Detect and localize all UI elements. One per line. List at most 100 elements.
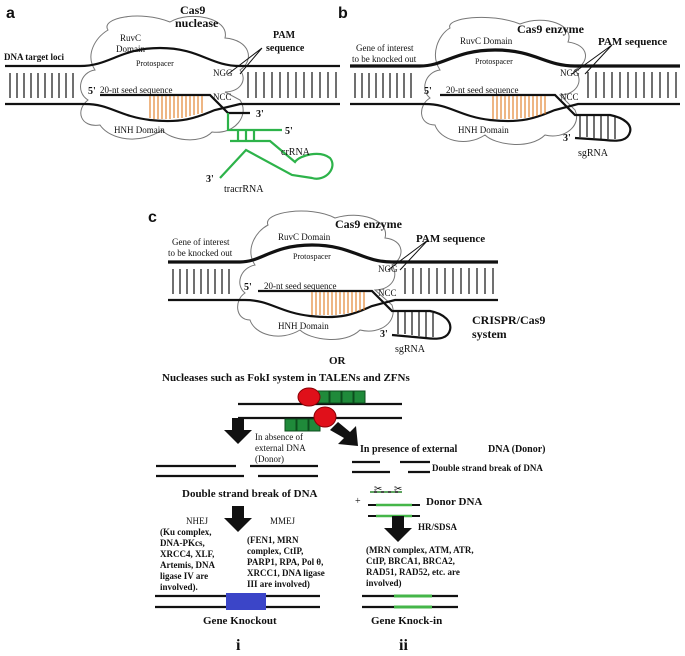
- sgrna-label-b: sgRNA: [578, 148, 609, 159]
- seed-label-b: 20-nt seed sequence: [446, 85, 518, 95]
- dsb-right-label: Double strand break of DNA: [432, 463, 543, 473]
- pam-leader-c: [387, 239, 429, 271]
- dna-top-strand-a: [5, 46, 340, 68]
- enzyme-label-a-1: Cas9: [180, 3, 205, 17]
- pam-leader-a: [227, 47, 263, 75]
- seed-label-c: 20-nt seed sequence: [264, 281, 336, 291]
- or-label: OR: [329, 355, 347, 367]
- panel-a: a Cas9 nuclease DNA target loci RuvC: [4, 3, 340, 195]
- sgrna-label-c: sgRNA: [395, 344, 426, 355]
- panel-b-letter: b: [338, 5, 348, 22]
- nhej-line-2: DNA-PKcs,: [160, 538, 205, 548]
- three-prime-b: 3': [563, 133, 571, 144]
- pam-label-a-2: sequence: [266, 43, 305, 54]
- hr-sdsa-label: HR/SDSA: [418, 522, 458, 532]
- nhej-line-3: XRCC4, XLF,: [160, 549, 214, 559]
- guide-rna-a: [100, 93, 250, 115]
- knockin-label: Gene Knock-in: [371, 615, 442, 627]
- dna-top-strand-c: [168, 243, 498, 264]
- talen-arm-right: [317, 390, 366, 404]
- ngg-label-c: NGG: [378, 264, 398, 274]
- seed-label-a: 20-nt seed sequence: [100, 85, 172, 95]
- gene-label-b-1: Gene of interest: [356, 43, 414, 53]
- protospacer-label-c: Protospacer: [293, 252, 331, 261]
- sgrna-strand-c: [258, 289, 452, 340]
- panel-c-letter: c: [148, 209, 157, 226]
- dna-bottom-strand-a: [5, 102, 340, 123]
- ngg-label-b: NGG: [560, 68, 580, 78]
- base-pairs-left-a: [9, 73, 74, 98]
- three-prime-c: 3': [380, 329, 388, 340]
- mmej-line-1: (FEN1, MRN: [247, 535, 299, 545]
- hnh-label-b: HNH Domain: [458, 125, 509, 135]
- sgrna-hairpin-c: [397, 312, 434, 337]
- ngg-label-a: NGG: [213, 68, 233, 78]
- crrna-label: crRNA: [281, 147, 311, 158]
- nhej-line-6: involved).: [160, 582, 198, 592]
- pam-label-a-1: PAM: [273, 30, 296, 41]
- base-pairs-left-c: [172, 269, 230, 294]
- protospacer-label-a: Protospacer: [136, 59, 174, 68]
- five-prime-b: 5': [424, 86, 432, 97]
- dsb-left-label: Double strand break of DNA: [182, 488, 318, 500]
- ncc-label-c: NCC: [378, 288, 397, 298]
- gene-label-c-2: to be knocked out: [168, 248, 233, 258]
- ncc-label-b: NCC: [560, 92, 579, 102]
- absence-label-2: external DNA: [255, 443, 306, 453]
- system-label-1: CRISPR/Cas9: [472, 313, 545, 327]
- presence-label-b: DNA (Donor): [488, 444, 546, 455]
- panel-c: c Cas9 enzyme Gene of interest to be kno…: [148, 209, 545, 355]
- mmej-title: MMEJ: [270, 516, 296, 526]
- nhej-line-1: (Ku complex,: [160, 527, 212, 537]
- plus-sign: +: [355, 496, 361, 507]
- knockout-label: Gene Knockout: [203, 615, 277, 627]
- dna-bottom-strand-b: [350, 102, 680, 123]
- right-branch: In presence of external DNA (Donor) Doub…: [352, 444, 546, 654]
- presence-label-a: In presence of external: [360, 444, 458, 455]
- foki-domain-top: [297, 387, 321, 407]
- pam-leader-b: [571, 44, 613, 75]
- seed-hatch-a: [149, 96, 203, 119]
- base-pairs-right-c: [404, 268, 494, 294]
- seed-hatch-c: [311, 292, 365, 315]
- dna-bottom-strand-c: [168, 298, 498, 319]
- sgrna-hairpin-b: [579, 116, 616, 139]
- system-label-2: system: [472, 327, 507, 341]
- scissors-icon-right: ✂: [394, 484, 402, 495]
- crrna-strand: [226, 113, 282, 132]
- nhej-line-5: ligase IV are: [160, 571, 208, 581]
- ruvc-label-b: RuvC Domain: [460, 36, 513, 46]
- panel-b: b Cas9 enzyme Gene of interest to be kno…: [338, 5, 680, 159]
- hnh-label-a: HNH Domain: [114, 125, 165, 135]
- base-pairs-left-b: [354, 73, 412, 98]
- hr-line-4: involved): [366, 578, 402, 588]
- nhej-line-4: Artemis, DNA: [160, 560, 215, 570]
- nhej-title: NHEJ: [186, 516, 208, 526]
- five-prime-right-a: 5': [285, 126, 293, 137]
- enzyme-label-b: Cas9 enzyme: [517, 22, 585, 36]
- hr-line-2: CtIP, BRCA1, BRCA2,: [366, 556, 455, 566]
- three-prime-tracr: 3': [206, 174, 214, 185]
- dna-top-strand-b: [350, 48, 680, 68]
- base-pairs-right-b: [587, 72, 677, 98]
- gene-label-b-2: to be knocked out: [352, 54, 417, 64]
- cas9-protein-a: [80, 15, 249, 141]
- arrow-right-branch: [330, 422, 358, 446]
- panel-a-letter: a: [6, 5, 15, 22]
- pam-label-c: PAM sequence: [416, 233, 485, 245]
- enzyme-label-a-2: nuclease: [175, 16, 219, 30]
- absence-label-3: (Donor): [255, 454, 284, 464]
- sgrna-strand-b: [440, 93, 632, 142]
- ruvc-label-c: RuvC Domain: [278, 232, 331, 242]
- seed-hatch-b: [492, 96, 546, 119]
- donor-dna-label: Donor DNA: [426, 496, 482, 508]
- base-pairs-right-a: [247, 72, 337, 98]
- arrow-to-repair-right: [384, 516, 412, 542]
- ncc-label-a: NCC: [213, 92, 232, 102]
- mmej-line-5: III are involved): [247, 579, 310, 589]
- donor-dna: [368, 491, 420, 518]
- five-prime-c: 5': [244, 282, 252, 293]
- ruvc-label-a-1: RuvC: [120, 33, 141, 43]
- numeral-i: i: [236, 637, 241, 654]
